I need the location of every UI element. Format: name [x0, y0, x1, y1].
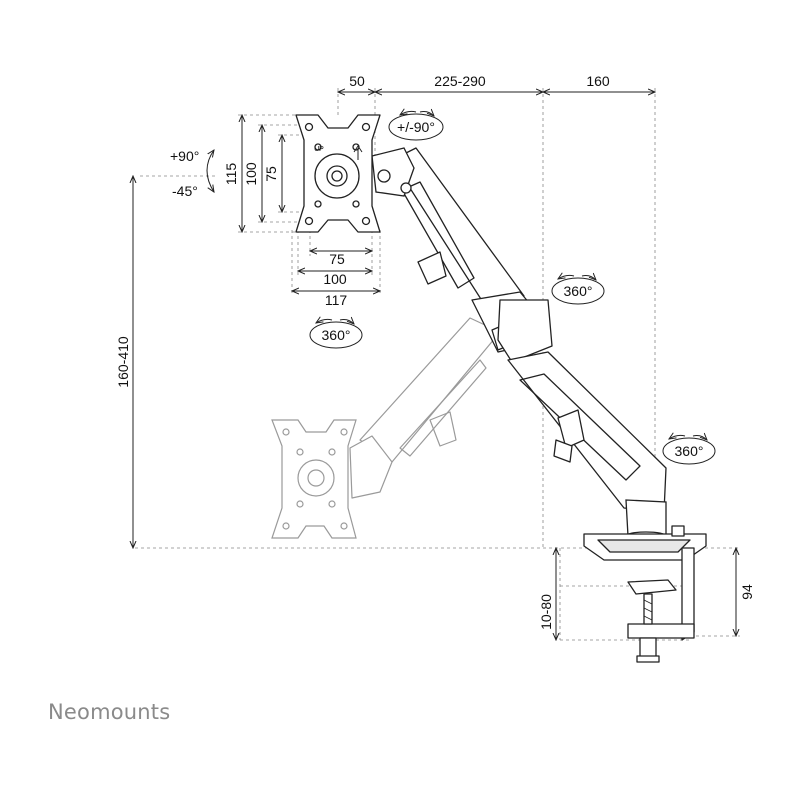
- up-arrow-icon: [353, 145, 363, 160]
- swivel-base-label: 360°: [675, 443, 704, 459]
- dim-top-offset: 50: [349, 73, 365, 89]
- dim-arm-reach: 225-290: [434, 73, 486, 89]
- brand-logo: Neomounts: [48, 700, 171, 724]
- vesa-plate: [295, 114, 381, 233]
- lowered-vesa-plate-ghost: [271, 419, 357, 539]
- dim-vesa-w-inner: 75: [329, 251, 345, 267]
- plate-up-mark: UP: [314, 146, 324, 153]
- rotate-badge: +/-90°: [388, 111, 444, 141]
- desk-clamp: [583, 525, 707, 663]
- lower-arm: [507, 351, 667, 513]
- dim-vesa-w-mid: 100: [323, 271, 347, 287]
- swivel-elbow-label: 360°: [564, 283, 593, 299]
- swivel-head-label: 360°: [322, 327, 351, 343]
- dim-vesa-h-mid: 100: [243, 162, 259, 186]
- dim-total-height: 160-410: [115, 336, 131, 388]
- swivel-head-badge: 360°: [309, 319, 363, 349]
- tilt-up-label: +90°: [170, 148, 199, 164]
- dim-vesa-w-outer: 117: [325, 292, 348, 308]
- elbow-joint: [497, 299, 553, 363]
- tilt-down-label: -45°: [172, 183, 198, 199]
- lowered-arm-ghost: [349, 317, 501, 499]
- tilt-arc-icon: [206, 150, 214, 192]
- dimension-lines: [133, 92, 736, 640]
- swivel-elbow-badge: 360°: [551, 275, 605, 305]
- dim-clamp-range: 10-80: [538, 594, 554, 630]
- rotate-label: +/-90°: [397, 119, 435, 135]
- dim-vesa-h-inner: 75: [263, 166, 279, 182]
- swivel-base-badge: 360°: [662, 435, 716, 465]
- dim-base-depth: 160: [586, 73, 610, 89]
- dim-vesa-h-outer: 115: [223, 163, 239, 186]
- arm-head-joint: [371, 147, 415, 197]
- dim-clamp-height: 94: [739, 584, 755, 600]
